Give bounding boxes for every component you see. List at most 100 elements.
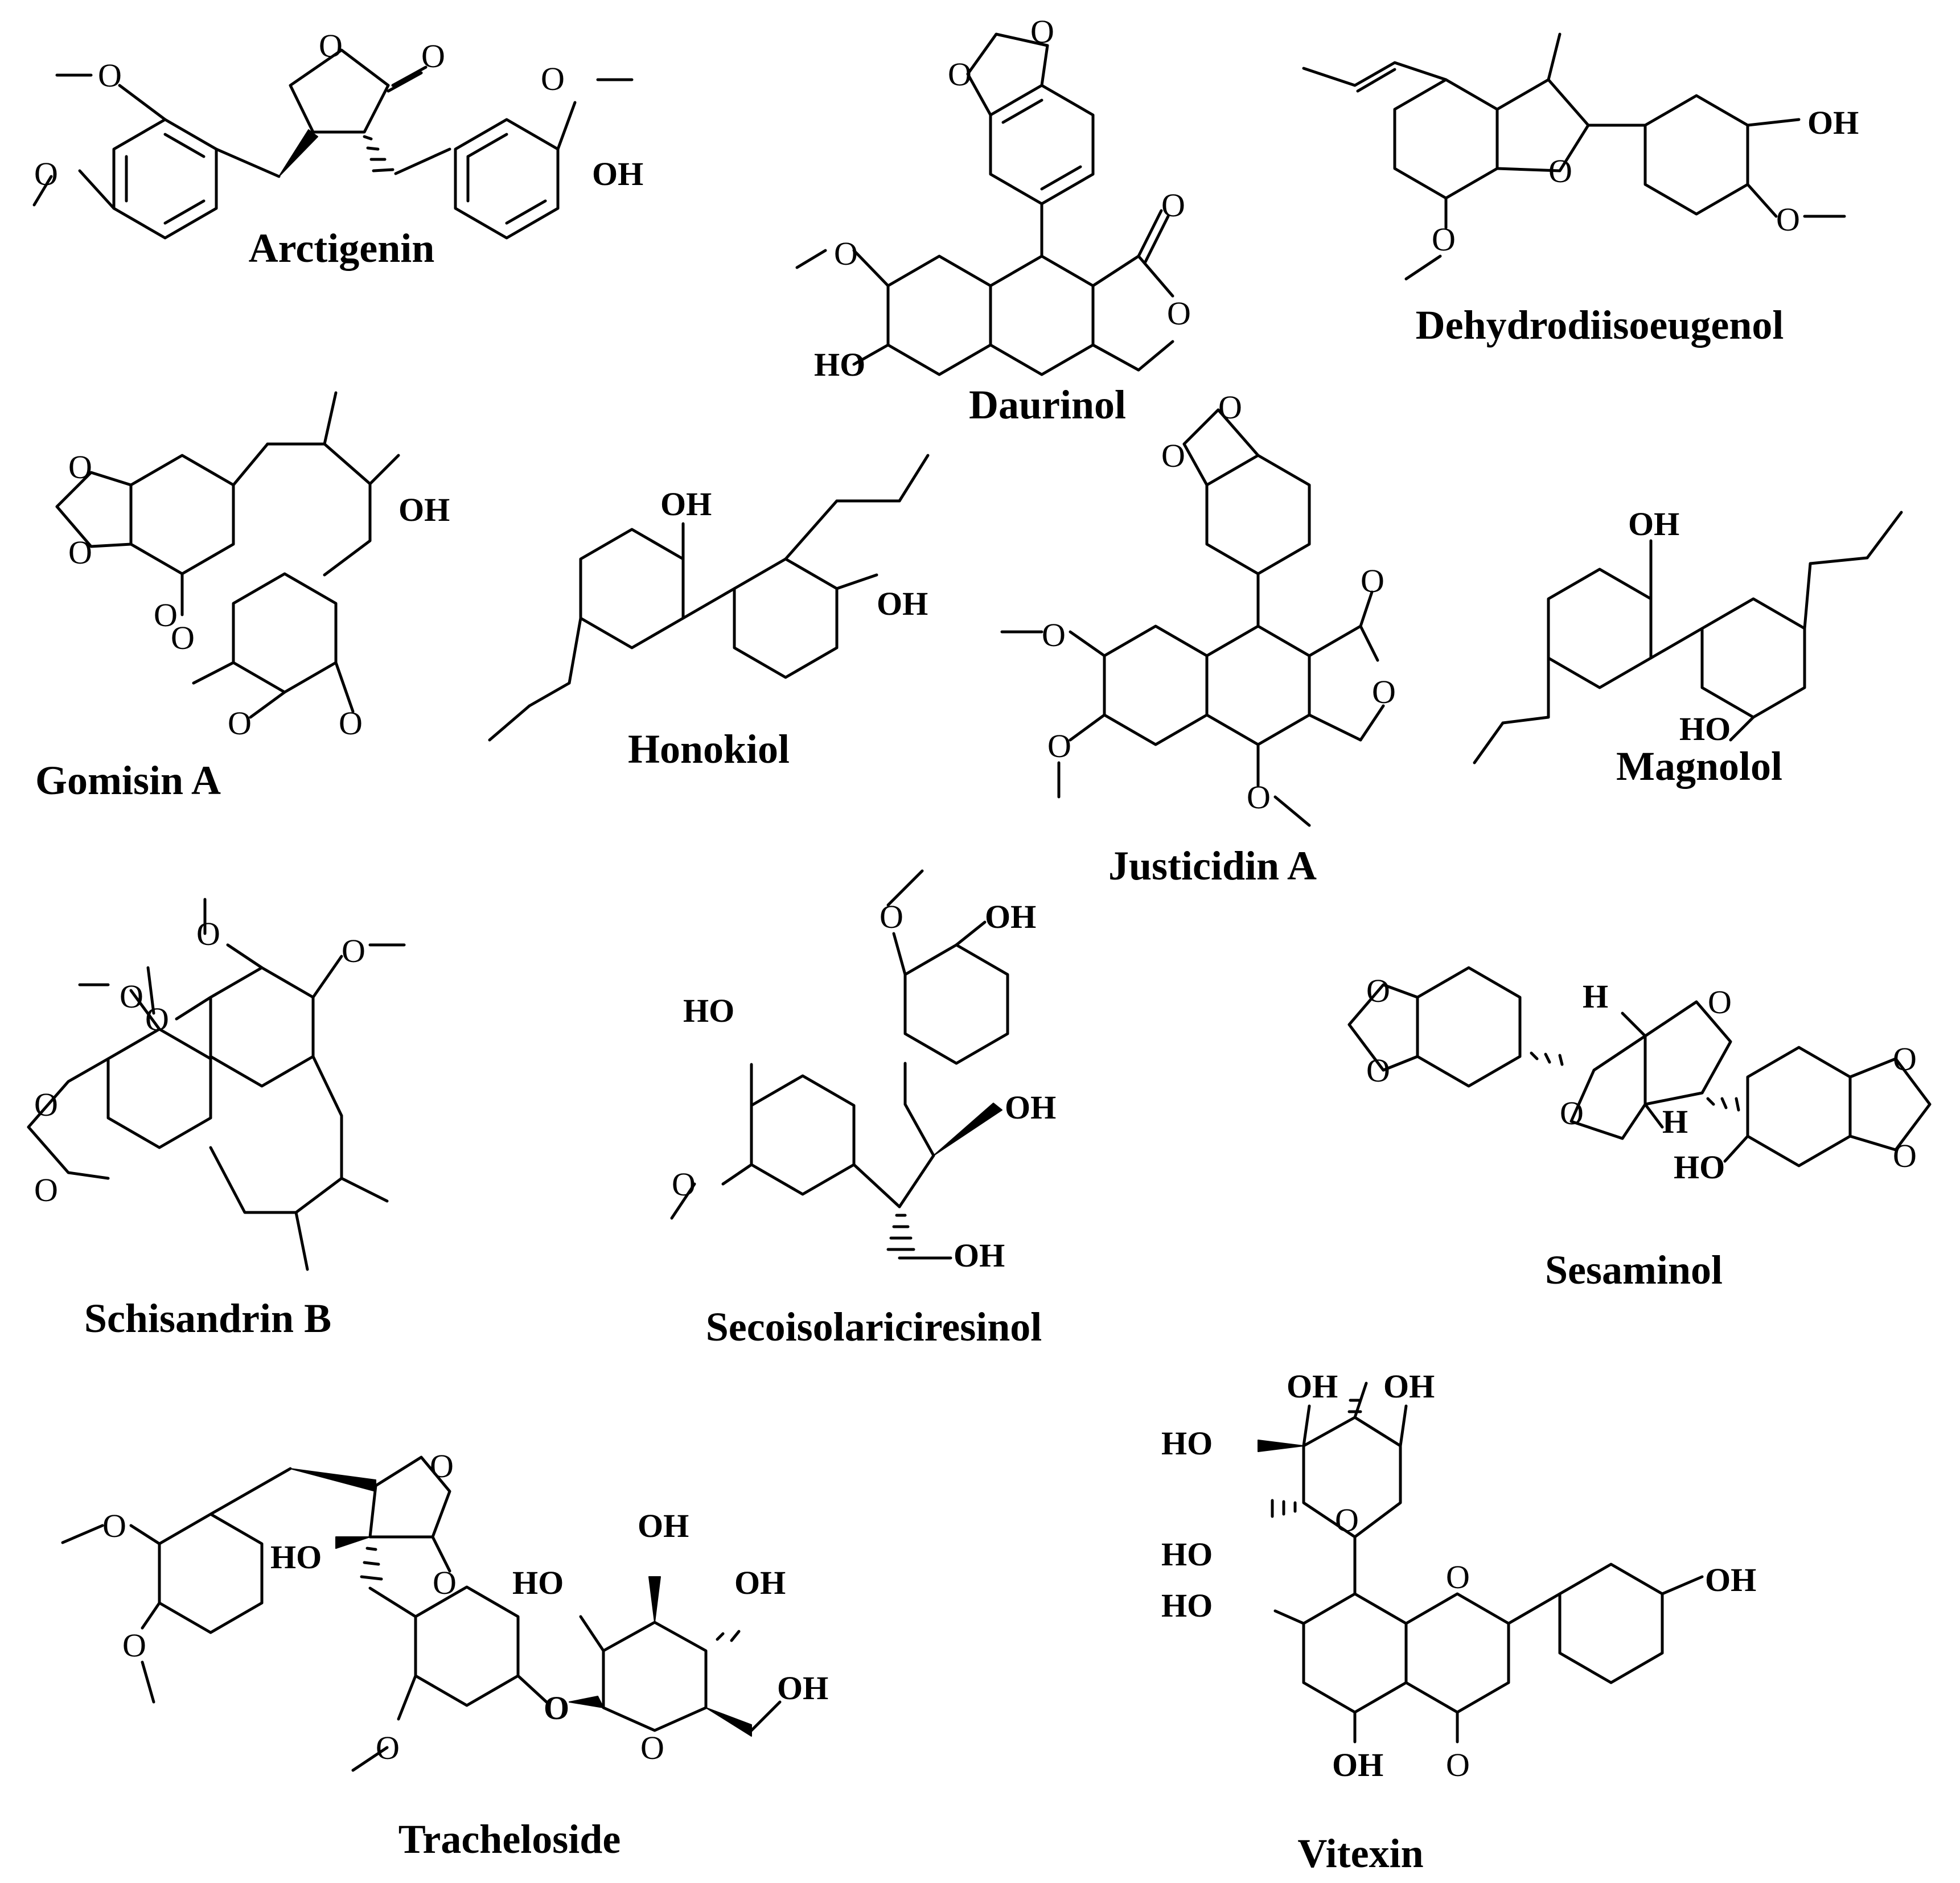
atom-label: O — [433, 1564, 457, 1601]
atom-label: O — [948, 56, 972, 93]
atom-label: O — [1047, 727, 1071, 764]
structure-secoisolariciresinol: O OH OH OH HO O Secoisolariciresinol — [670, 869, 1056, 1350]
atom-label: HO — [512, 1564, 564, 1601]
atom-label: O — [1893, 1137, 1917, 1174]
atom-label: O — [1361, 562, 1384, 599]
atom-label: OH — [1287, 1368, 1338, 1405]
atom-label: O — [430, 1448, 454, 1485]
atom-label: O — [34, 1171, 58, 1208]
compound-name: Vitexin — [1297, 1831, 1423, 1876]
atom-label: H — [1662, 1103, 1688, 1140]
atom-label: HO — [1161, 1425, 1213, 1462]
atom-label: O — [544, 1689, 569, 1726]
atom-label: O — [228, 705, 252, 742]
compound-name: Arctigenin — [249, 225, 435, 271]
structure-arctigenin: O O O O O OH Arctigenin — [32, 27, 643, 271]
atom-label: O — [145, 1001, 169, 1038]
atom-label: OH — [592, 155, 643, 192]
atom-label: O — [98, 57, 122, 94]
atom-label: OH — [1628, 505, 1679, 542]
atom-label: O — [541, 60, 565, 97]
compound-name: Gomisin A — [35, 758, 221, 803]
atom-label: O — [196, 915, 220, 952]
compound-name: Secoisolariciresinol — [706, 1304, 1042, 1350]
atom-label: O — [1161, 187, 1185, 224]
atom-label: O — [1548, 153, 1572, 190]
atom-label: HO — [270, 1539, 322, 1576]
atom-label: OH — [398, 491, 450, 528]
atom-label: HO — [1161, 1536, 1213, 1573]
compound-name: Dehydrodiisoeugenol — [1416, 302, 1784, 348]
atom-label: O — [421, 38, 445, 75]
atom-label: O — [640, 1729, 664, 1766]
atom-label: OH — [985, 898, 1036, 935]
atom-label: O — [880, 898, 903, 935]
atom-label: O — [1366, 972, 1390, 1009]
atom-label: O — [1161, 437, 1185, 474]
atom-label: OH — [954, 1237, 1005, 1274]
compound-name: Justicidin A — [1108, 843, 1317, 889]
atom-label: O — [34, 155, 58, 192]
atom-label: OH — [1705, 1561, 1756, 1598]
atom-label: O — [1335, 1502, 1359, 1539]
atom-label: O — [1218, 389, 1242, 426]
structure-magnolol: OH HO Magnolol — [1473, 505, 1903, 789]
atom-label: O — [102, 1507, 126, 1544]
atom-label: O — [1366, 1052, 1390, 1089]
atom-label: O — [1042, 616, 1066, 653]
atom-label: O — [1432, 221, 1456, 258]
atom-label: O — [1893, 1041, 1917, 1078]
atom-label: O — [154, 597, 178, 634]
atom-label: O — [319, 27, 343, 64]
atom-label: OH — [877, 585, 928, 622]
structure-gomisin-a: O O O O O O OH Gomisin A — [35, 391, 450, 803]
atom-label: O — [68, 449, 92, 486]
atom-label: O — [1372, 673, 1396, 710]
atom-label: OH — [1332, 1746, 1383, 1783]
atom-label: O — [1247, 779, 1271, 816]
compound-name: Schisandrin B — [84, 1296, 331, 1341]
atom-label: HO — [683, 992, 734, 1029]
atom-label: HO — [814, 346, 865, 383]
atom-label: HO — [1679, 710, 1731, 747]
atom-label: O — [120, 978, 143, 1015]
atom-label: O — [1708, 984, 1732, 1021]
compound-name: Honokiol — [628, 726, 790, 772]
atom-label: O — [376, 1729, 400, 1766]
atom-label: O — [1446, 1559, 1470, 1596]
atom-label: O — [171, 619, 195, 656]
atom-label: OH — [1383, 1368, 1435, 1405]
atom-label: OH — [660, 486, 712, 523]
atom-label: HO — [1674, 1149, 1725, 1186]
atom-label: O — [68, 534, 92, 571]
atom-label: O — [1030, 13, 1054, 50]
atom-label: O — [122, 1627, 146, 1664]
structure-sesaminol: O O H H O O O O HO Sesaminol — [1347, 966, 1932, 1293]
compound-name: Sesaminol — [1545, 1247, 1723, 1293]
structure-tracheloside: O O O O HO O O O HO OH OH OH Trachelosid… — [61, 1448, 828, 1862]
atom-label: O — [342, 932, 365, 969]
atom-label: H — [1583, 978, 1608, 1015]
atom-label: O — [34, 1086, 58, 1123]
atom-label: OH — [1807, 104, 1859, 141]
structure-justicidin-a: O O O O O O O Justicidin A — [1000, 389, 1396, 889]
atom-label: O — [834, 235, 858, 272]
structure-dehydrodiisoeugenol: O O O OH Dehydrodiisoeugenol — [1302, 32, 1859, 348]
compound-name: Tracheloside — [398, 1816, 621, 1862]
structure-honokiol: OH OH Honokiol — [488, 454, 930, 772]
atom-label: O — [1776, 201, 1800, 238]
atom-label: O — [339, 705, 363, 742]
atom-label: OH — [1005, 1089, 1056, 1126]
structure-vitexin: OH OH HO HO O HO O OH OH O Vitexin — [1161, 1368, 1756, 1876]
structure-daurinol: O O O O O HO Daurinol — [795, 13, 1191, 427]
structure-schisandrin-b: O O O O O O Schisandrin B — [27, 898, 406, 1341]
atom-label: OH — [638, 1507, 689, 1544]
compound-name: Magnolol — [1616, 743, 1782, 789]
atom-label: O — [1446, 1746, 1470, 1783]
atom-label: O — [1560, 1095, 1584, 1132]
atom-label: OH — [777, 1670, 828, 1707]
atom-label: O — [1167, 295, 1191, 332]
compound-name: Daurinol — [969, 382, 1126, 427]
atom-label: OH — [734, 1564, 786, 1601]
